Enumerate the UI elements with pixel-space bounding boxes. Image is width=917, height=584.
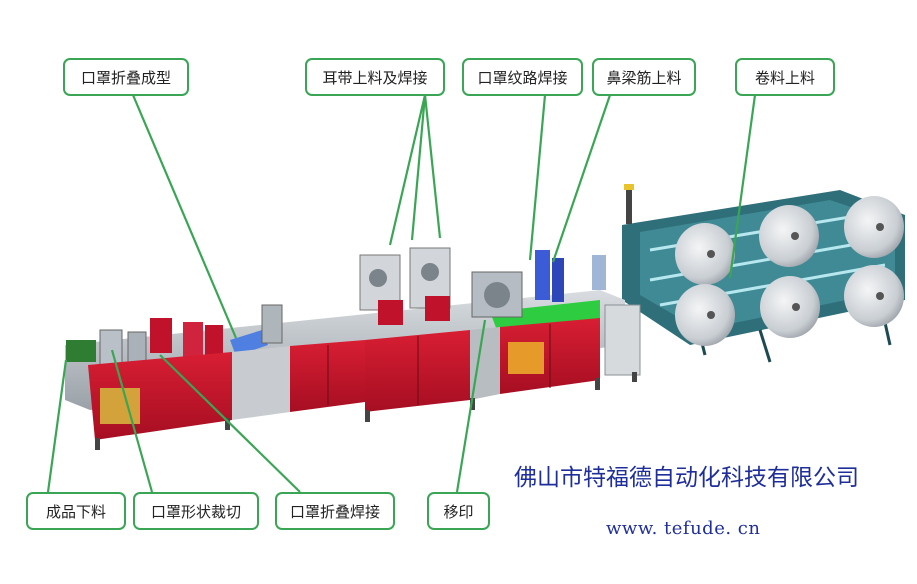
leader-lines	[46, 94, 757, 493]
label-fold-weld: 口罩折叠焊接	[275, 492, 395, 530]
roll	[760, 276, 820, 338]
label-fold-forming: 口罩折叠成型	[63, 58, 189, 96]
roll	[759, 205, 819, 267]
label-nose-bridge-feed: 鼻梁筋上料	[592, 58, 696, 96]
production-line	[65, 247, 641, 450]
label-finished-unload: 成品下料	[26, 492, 126, 530]
label-roll-feed: 卷料上料	[735, 58, 835, 96]
material-rolls	[675, 196, 904, 346]
roll	[675, 284, 735, 346]
label-shape-cutting: 口罩形状裁切	[133, 492, 259, 530]
roll	[844, 196, 904, 258]
company-website: www. tefude. cn	[606, 518, 761, 539]
label-pattern-weld: 口罩纹路焊接	[462, 58, 583, 96]
roll	[675, 223, 735, 285]
label-earloop-feed-weld: 耳带上料及焊接	[305, 58, 445, 96]
roll	[844, 265, 904, 327]
company-name: 佛山市特福德自动化科技有限公司	[514, 465, 859, 491]
label-transfer: 移印	[427, 492, 490, 530]
